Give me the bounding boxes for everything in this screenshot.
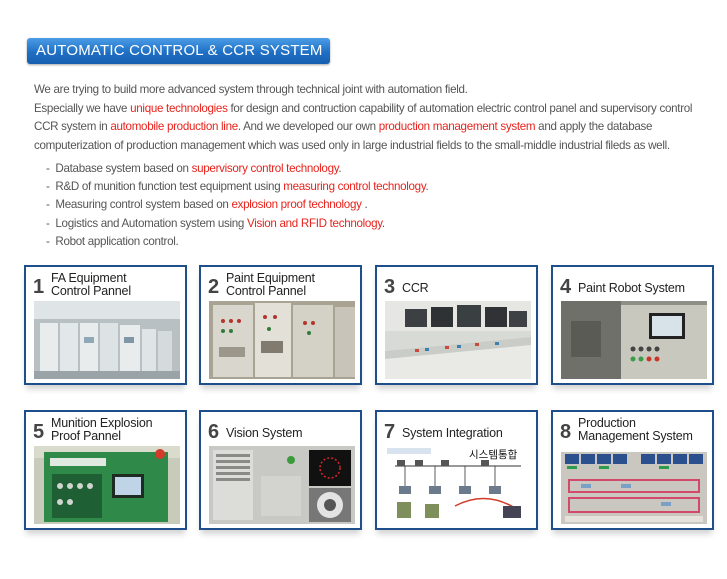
list-item: - Database system based on supervisory c… (46, 162, 342, 175)
list-item: - Robot application control. (46, 234, 179, 248)
card-label: Paint Robot System (578, 281, 685, 295)
card-number: 1 (33, 276, 44, 298)
card-number: 6 (208, 421, 219, 443)
section-title: AUTOMATIC CONTROL & CCR SYSTEM (27, 38, 330, 64)
intro-line-2: Especially we have unique technologies f… (34, 101, 693, 115)
card-label: System Integration (402, 426, 503, 440)
ccr-room-photo (385, 301, 531, 379)
fa-control-panel-photo (34, 301, 180, 379)
card-number: 8 (560, 421, 571, 443)
explosion-proof-panel-photo (34, 446, 180, 524)
highlight-text: unique technologies (130, 101, 228, 115)
card-number: 5 (33, 421, 44, 443)
system-integration-diagram: 시스템통합 (385, 446, 531, 524)
production-management-screen (561, 446, 707, 524)
highlight-text: automobile production line (110, 120, 238, 133)
highlight-text: production management system (378, 120, 536, 133)
paint-control-panel-photo (209, 301, 355, 379)
intro-line-3: CCR system in automobile production line… (34, 120, 653, 133)
card-paint-robot[interactable]: 4 Paint Robot System (551, 265, 714, 385)
intro-line-1: We are trying to build more advanced sys… (34, 83, 468, 96)
intro-text: We are trying to build more advanced sys… (34, 81, 724, 155)
intro-line-4: computerization of production management… (34, 138, 670, 152)
card-number: 3 (384, 276, 395, 298)
card-vision-system[interactable]: 6 Vision System (199, 410, 362, 530)
vision-system-screen (209, 446, 355, 524)
card-label: Vision System (226, 426, 303, 440)
feature-list: - Database system based on supervisory c… (46, 160, 429, 251)
paint-robot-photo (561, 301, 707, 379)
list-item: - R&D of munition function test equipmen… (46, 180, 429, 194)
card-number: 7 (384, 421, 395, 443)
card-number: 2 (208, 276, 219, 298)
card-ccr[interactable]: 3 CCR (375, 265, 538, 385)
list-item: - Measuring control system based on expl… (46, 198, 368, 212)
card-number: 4 (560, 276, 571, 298)
diagram-overlay-text: 시스템통합 (469, 449, 518, 461)
list-item: - Logistics and Automation system using … (46, 216, 385, 230)
card-label: CCR (402, 281, 429, 295)
card-system-integration[interactable]: 7 System Integration 시스템통합 (375, 410, 538, 530)
